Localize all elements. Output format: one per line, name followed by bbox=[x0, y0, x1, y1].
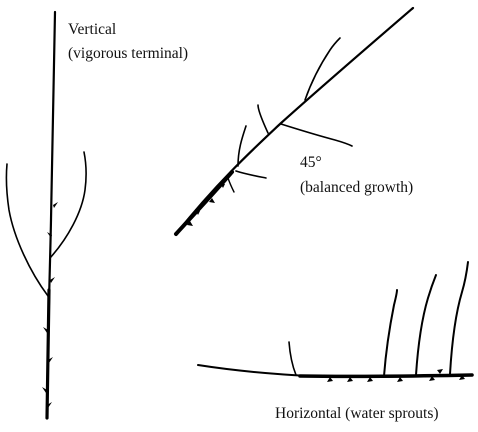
horizontal-label: Horizontal (water sprouts) bbox=[275, 405, 439, 422]
diagonal-bud bbox=[209, 198, 215, 203]
vertical-bud bbox=[42, 387, 47, 393]
horizontal-shoot-small bbox=[288, 341, 297, 376]
vertical-label: Vertical bbox=[68, 21, 117, 38]
vertical-main-stem-thick bbox=[45, 288, 51, 420]
vertical-side-shoot-right bbox=[49, 151, 87, 259]
horizontal-sprout-3 bbox=[449, 261, 469, 375]
diagonal-bud bbox=[220, 183, 225, 188]
horizontal-bud bbox=[347, 377, 353, 382]
vertical-bud bbox=[48, 357, 53, 363]
diagonal-shoot-lower-right bbox=[235, 170, 267, 179]
horizontal-bud bbox=[397, 377, 403, 382]
horizontal-bud bbox=[437, 369, 443, 374]
diagonal-shoot-right bbox=[280, 123, 353, 147]
diagonal-shoot-middle bbox=[257, 104, 269, 134]
vertical-caption: (vigorous terminal) bbox=[68, 45, 189, 62]
horizontal-bud bbox=[367, 377, 373, 382]
horizontal-sprout-1 bbox=[383, 289, 398, 377]
angle-caption: (balanced growth) bbox=[300, 179, 414, 196]
diagonal-shoot-lower-left bbox=[237, 125, 247, 167]
diagonal-main-stem-thick bbox=[174, 170, 234, 236]
vertical-bud bbox=[53, 202, 58, 208]
diagonal-shoot-small bbox=[227, 177, 235, 193]
diagonal-shoot-upper bbox=[304, 37, 341, 101]
vertical-bud bbox=[50, 277, 55, 283]
vertical-branch bbox=[5, 10, 87, 420]
horizontal-branch bbox=[197, 261, 474, 382]
diagonal-branch bbox=[174, 6, 415, 236]
vertical-bud bbox=[47, 402, 52, 408]
horizontal-sprout-2 bbox=[415, 274, 437, 376]
vertical-bud bbox=[43, 327, 48, 333]
diagonal-bud bbox=[187, 221, 193, 226]
horizontal-main-stem-thick bbox=[298, 373, 474, 379]
vertical-side-shoot-left bbox=[5, 163, 49, 297]
angle-label: 45° bbox=[300, 154, 322, 171]
horizontal-bud bbox=[459, 375, 465, 380]
horizontal-bud bbox=[327, 377, 333, 382]
vertical-bud bbox=[47, 232, 52, 238]
diagonal-bud bbox=[195, 209, 200, 215]
horizontal-bud bbox=[429, 376, 435, 381]
